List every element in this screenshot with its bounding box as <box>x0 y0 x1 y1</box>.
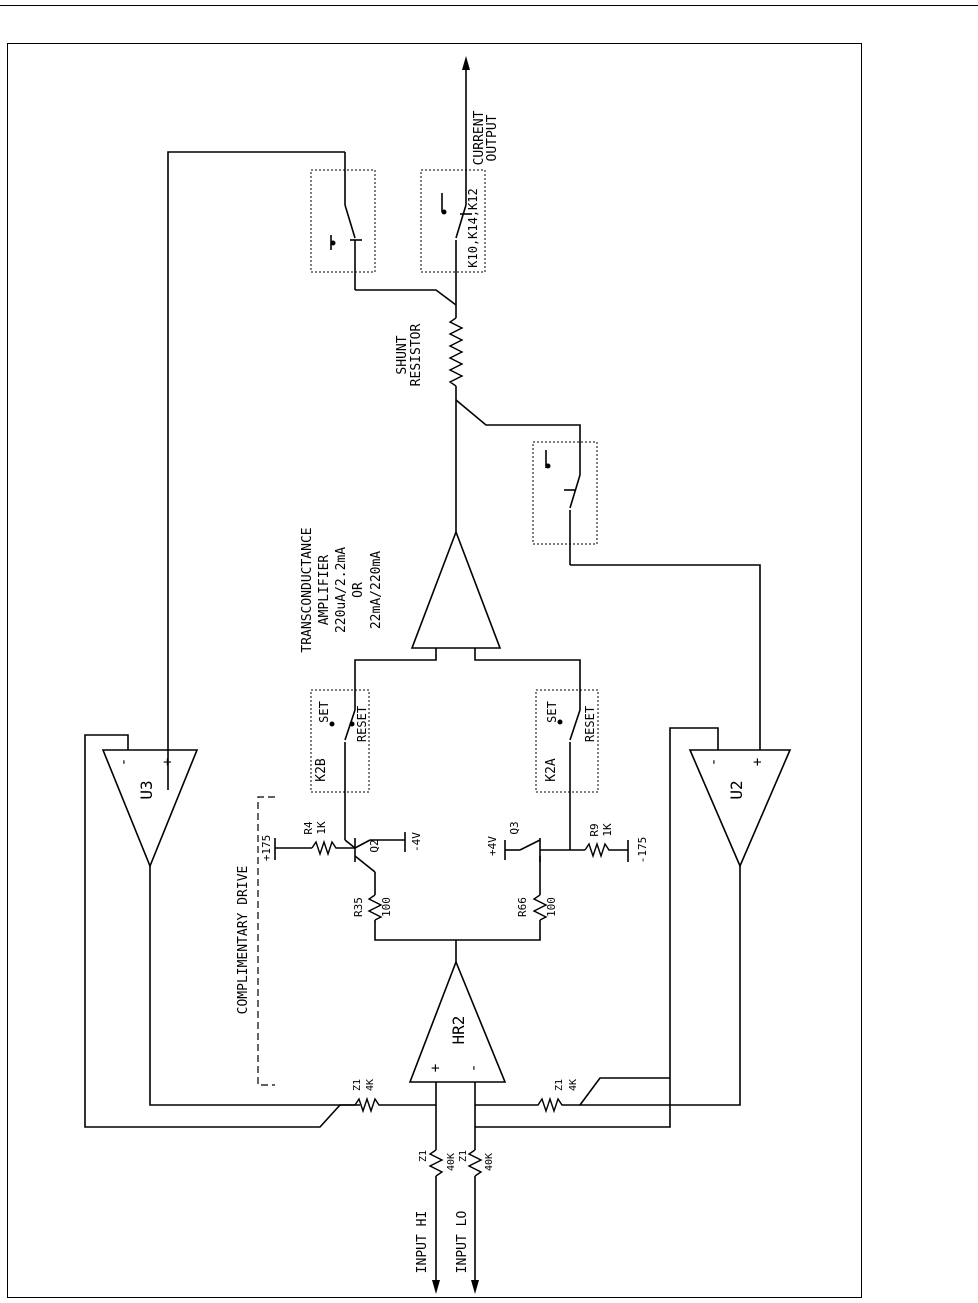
shunt-label: SHUNT <box>395 335 410 374</box>
u2-plus: + <box>750 758 766 766</box>
u3-label: U3 <box>137 780 156 799</box>
z1-lo-value: 40K <box>484 1153 495 1171</box>
resistor-z1-4k-right <box>475 1096 580 1114</box>
r9-value: 1K <box>601 823 614 837</box>
transistor-q2 <box>274 832 406 895</box>
k2b-set-label: SET <box>317 701 331 723</box>
current-output-arrow <box>462 56 470 190</box>
input-lo-label: INPUT LO <box>455 1211 470 1274</box>
input-hi-line <box>428 1082 444 1294</box>
tc-label-3: 220uA/2.2mA <box>334 547 349 633</box>
op-amp-u2 <box>475 727 792 1128</box>
page-header-rule <box>0 5 978 6</box>
transconductance-amplifier <box>354 529 581 700</box>
input-lo-line <box>467 1082 483 1294</box>
vm175-label: -175 <box>636 837 649 864</box>
figure-frame <box>7 43 862 1298</box>
q3-label: Q3 <box>508 821 521 834</box>
z1-right-label: Z1 <box>554 1079 565 1091</box>
relay-k2a <box>535 689 599 850</box>
hr2-label: HR2 <box>449 1016 468 1045</box>
op-amp-u3 <box>84 734 360 1128</box>
r66-value: 100 <box>545 897 558 917</box>
r35-label: R35 <box>352 897 365 917</box>
z1-right-value: 4K <box>568 1079 579 1091</box>
k2b-label: K2B <box>314 758 329 782</box>
q2-label: Q2 <box>368 839 381 852</box>
z1-lo-label: Z1 <box>458 1150 469 1162</box>
r35-value: 100 <box>380 897 393 917</box>
tc-label-5: 22mA/220mA <box>369 551 384 629</box>
op-amp-hr2 <box>408 959 507 1083</box>
z1-hi-label: Z1 <box>418 1150 429 1162</box>
r9-label: R9 <box>588 823 601 836</box>
input-hi-label: INPUT HI <box>415 1211 430 1274</box>
vm4-label: -4V <box>410 832 423 852</box>
r66-label: R66 <box>516 897 529 917</box>
relay-k10-k14-k12 <box>420 169 486 273</box>
vp175-label: +175 <box>260 835 273 862</box>
relay-k2b <box>310 689 370 840</box>
u3-plus: + <box>160 758 176 766</box>
vp4-label: +4V <box>486 836 499 856</box>
tc-label-2: AMPLIFIER <box>317 555 332 626</box>
shunt-resistor <box>448 317 464 387</box>
complimentary-drive-label: COMPLIMENTARY DRIVE <box>236 866 251 1015</box>
tc-label-4: OR <box>351 582 366 598</box>
z1-hi-value: 40K <box>446 1153 457 1171</box>
current-output-label: CURRENT <box>472 110 487 165</box>
complimentary-drive-bracket <box>257 796 275 1086</box>
resistor-r66 <box>532 894 548 921</box>
u2-minus: - <box>706 758 722 766</box>
u2-label: U2 <box>727 780 746 799</box>
transistor-q3 <box>504 838 629 895</box>
relay-feedback-bottom <box>532 441 598 565</box>
relay-feedback-top <box>310 152 376 290</box>
resistor-z1-4k-left <box>354 1096 436 1114</box>
resistor-r35 <box>367 894 541 962</box>
k2a-label: K2A <box>544 758 559 782</box>
relay-k10-label: K10,K14,K12 <box>466 188 480 267</box>
current-output-label-2: OUTPUT <box>485 114 500 161</box>
k2b-reset-label: RESET <box>355 706 369 742</box>
k2a-reset-label: RESET <box>583 706 597 742</box>
hr2-minus: - <box>466 1064 482 1072</box>
shunt-label-2: RESISTOR <box>409 324 424 387</box>
tc-label-1: TRANSCONDUCTANCE <box>300 527 315 652</box>
u3-minus: - <box>116 758 132 766</box>
hr2-plus: + <box>428 1064 444 1072</box>
k2a-set-label: SET <box>545 701 559 723</box>
z1-left-value: 4K <box>365 1079 376 1091</box>
z1-left-label: Z1 <box>352 1079 363 1091</box>
r4-label: R4 <box>302 821 315 835</box>
r4-value: 1K <box>315 821 328 835</box>
